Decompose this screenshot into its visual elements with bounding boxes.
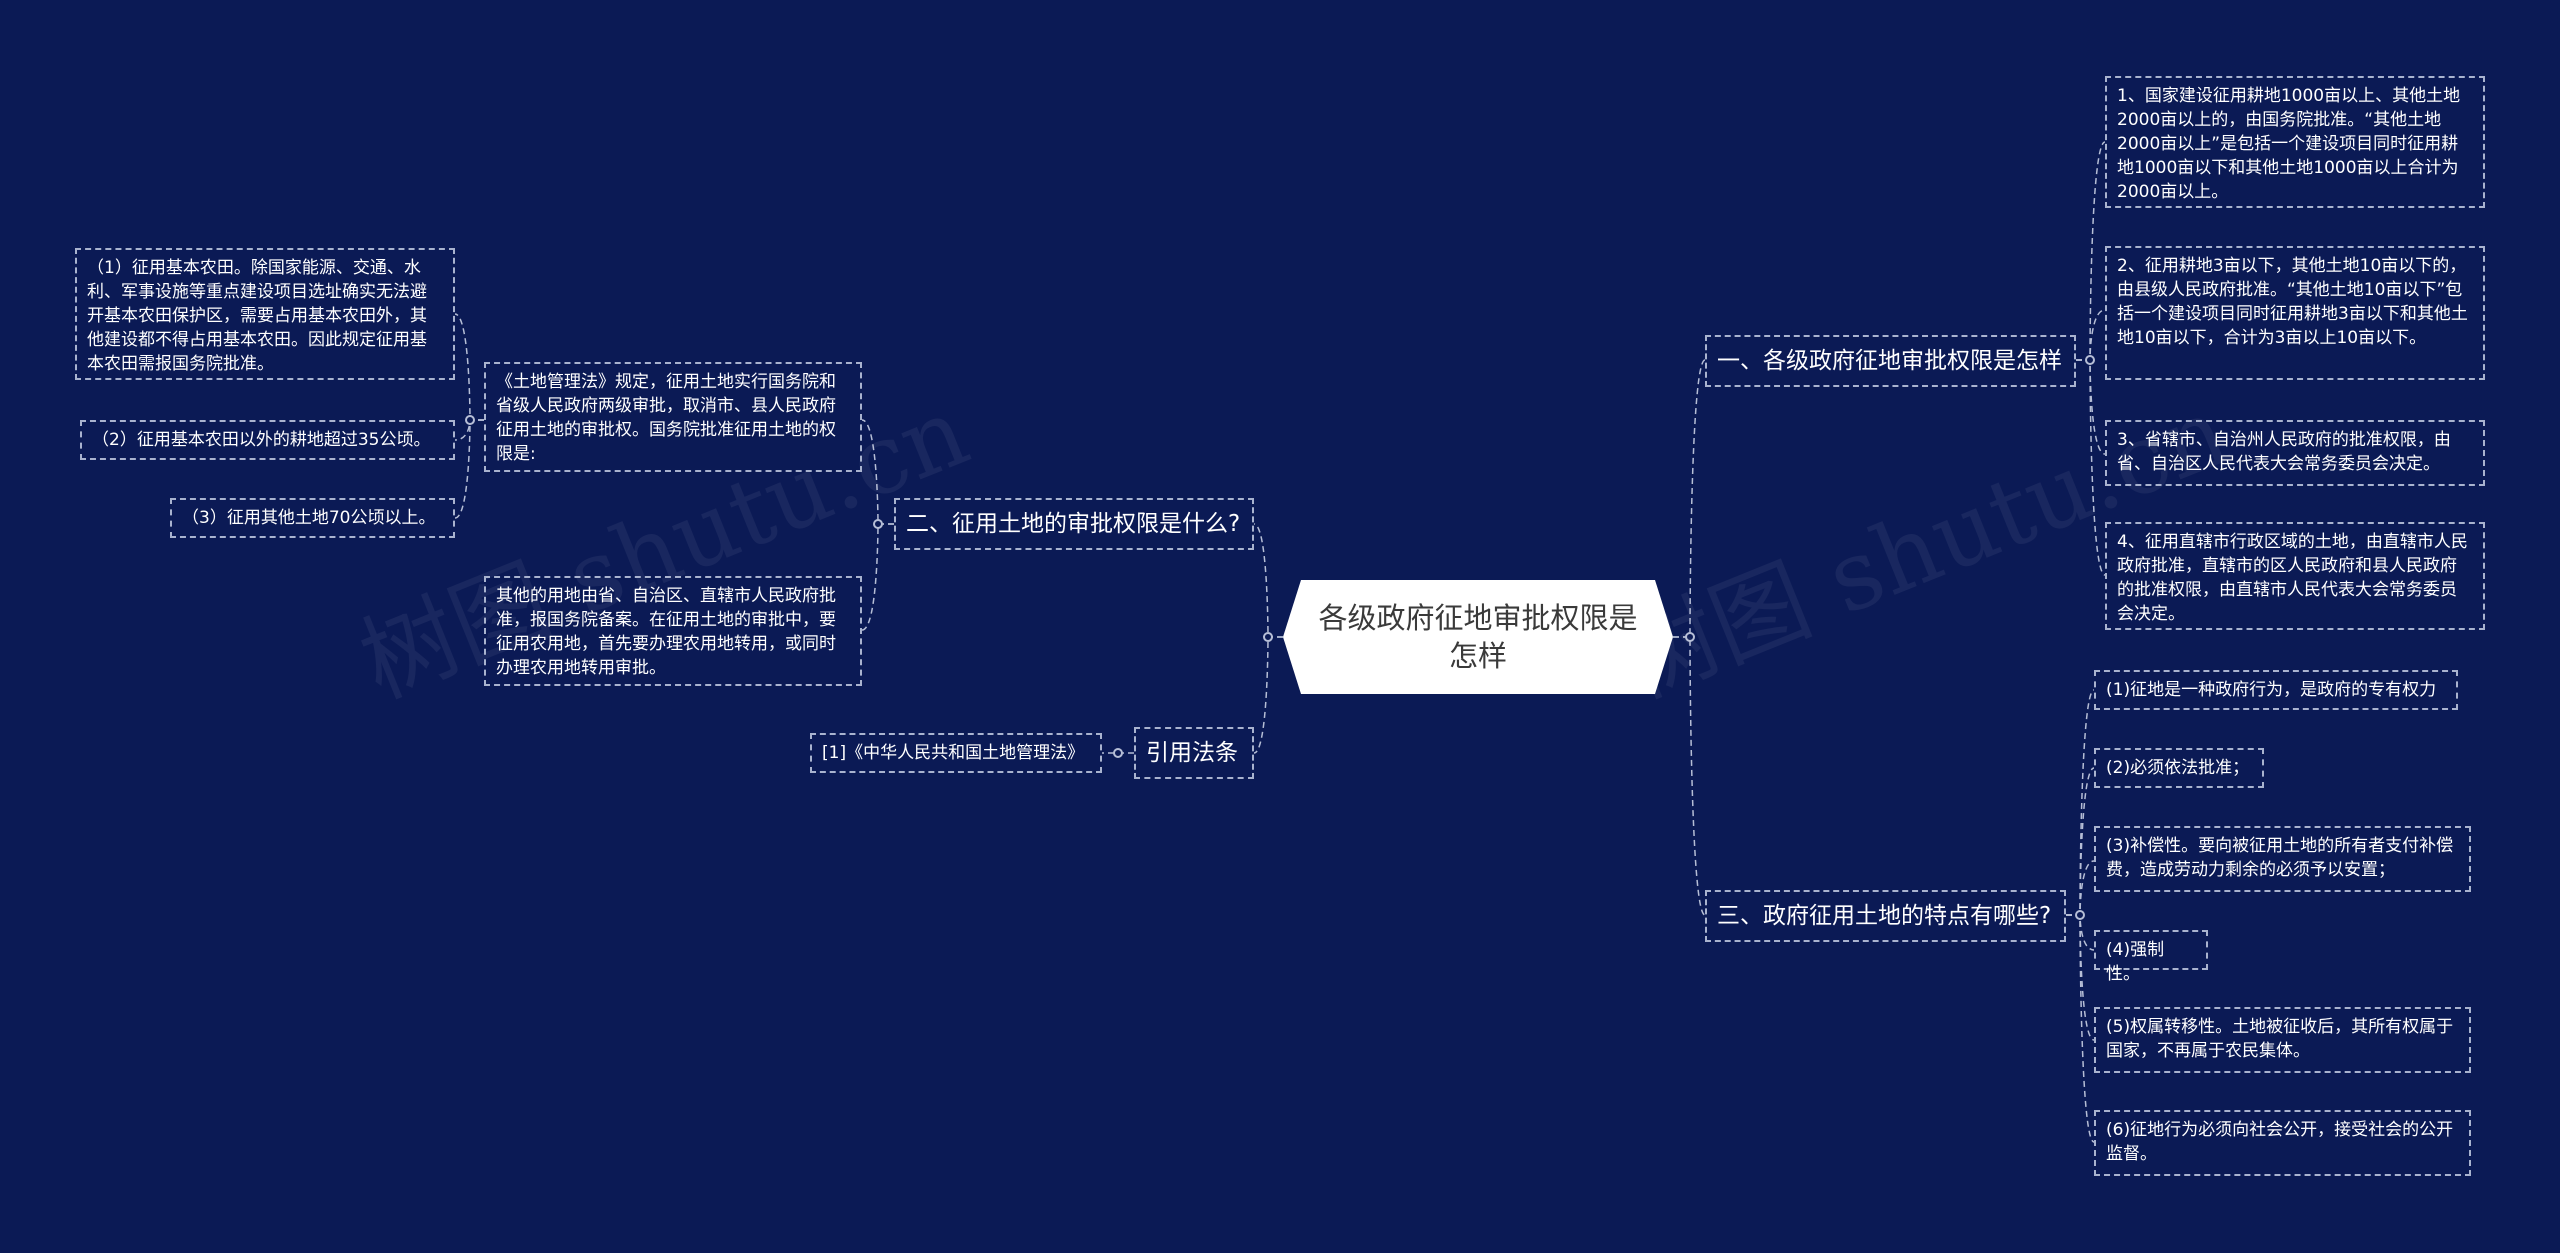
connector-root-b1: [1673, 359, 1706, 638]
connector-root-b4: [1253, 636, 1283, 754]
branch-title: 引用法条: [1146, 740, 1238, 766]
b1-item-3[interactable]: 3、省辖市、自治州人民政府的批准权限，由省、自治区人民代表大会常务委员会决定。: [2105, 420, 2485, 486]
root-title: 各级政府征地审批权限是怎样: [1318, 601, 1638, 673]
b2-law-provision[interactable]: 《土地管理法》规定，征用土地实行国务院和省级人民政府两级审批，取消市、县人民政府…: [484, 362, 862, 472]
branch-title: 三、政府征用土地的特点有哪些?: [1717, 903, 2052, 929]
b1-item-1[interactable]: 1、国家建设征用耕地1000亩以上、其他土地2000亩以上的，由国务院批准。“其…: [2105, 76, 2485, 208]
b1-item-2[interactable]: 2、征用耕地3亩以下，其他土地10亩以下的，由县级人民政府批准。“其他土地10亩…: [2105, 246, 2485, 380]
b2-sub-item-2[interactable]: （2）征用基本农田以外的耕地超过35公顷。: [80, 420, 455, 460]
branch-approval-scope[interactable]: 二、征用土地的审批权限是什么?: [894, 498, 1254, 550]
b2-sub-item-3[interactable]: （3）征用其他土地70公顷以上。: [170, 498, 455, 538]
b3-item-4[interactable]: (4)强制性。: [2094, 930, 2208, 984]
root-node[interactable]: 各级政府征地审批权限是怎样: [1283, 580, 1673, 694]
connector-root-b2: [1253, 523, 1283, 638]
b2-other-land[interactable]: 其他的用地由省、自治区、直辖市人民政府批准，报国务院备案。在征用土地的审批中，要…: [484, 576, 862, 686]
b3-item-5[interactable]: (5)权属转移性。土地被征收后，其所有权属于国家，不再属于农民集体。: [2094, 1007, 2471, 1073]
b4-item-1[interactable]: [1]《中华人民共和国土地管理法》: [810, 733, 1102, 773]
b1-item-4[interactable]: 4、征用直辖市行政区域的土地，由直辖市人民政府批准，直辖市的区人民政府和县人民政…: [2105, 522, 2485, 630]
branch-citations[interactable]: 引用法条: [1134, 727, 1254, 779]
branch-title: 一、各级政府征地审批权限是怎样: [1717, 348, 2062, 374]
branch-approval-authority[interactable]: 一、各级政府征地审批权限是怎样: [1705, 335, 2076, 387]
b3-item-3[interactable]: (3)补偿性。要向被征用土地的所有者支付补偿费，造成劳动力剩余的必须予以安置；: [2094, 826, 2471, 892]
connector-root-b3: [1673, 636, 1706, 916]
b2-sub-item-1[interactable]: （1）征用基本农田。除国家能源、交通、水利、军事设施等重点建设项目选址确实无法避…: [75, 248, 455, 380]
branch-title: 二、征用土地的审批权限是什么?: [906, 511, 1241, 537]
branch-characteristics[interactable]: 三、政府征用土地的特点有哪些?: [1705, 890, 2066, 942]
b3-item-6[interactable]: (6)征地行为必须向社会公开，接受社会的公开监督。: [2094, 1110, 2471, 1176]
b3-item-1[interactable]: (1)征地是一种政府行为，是政府的专有权力: [2094, 670, 2458, 710]
b3-item-2[interactable]: (2)必须依法批准；: [2094, 748, 2264, 788]
